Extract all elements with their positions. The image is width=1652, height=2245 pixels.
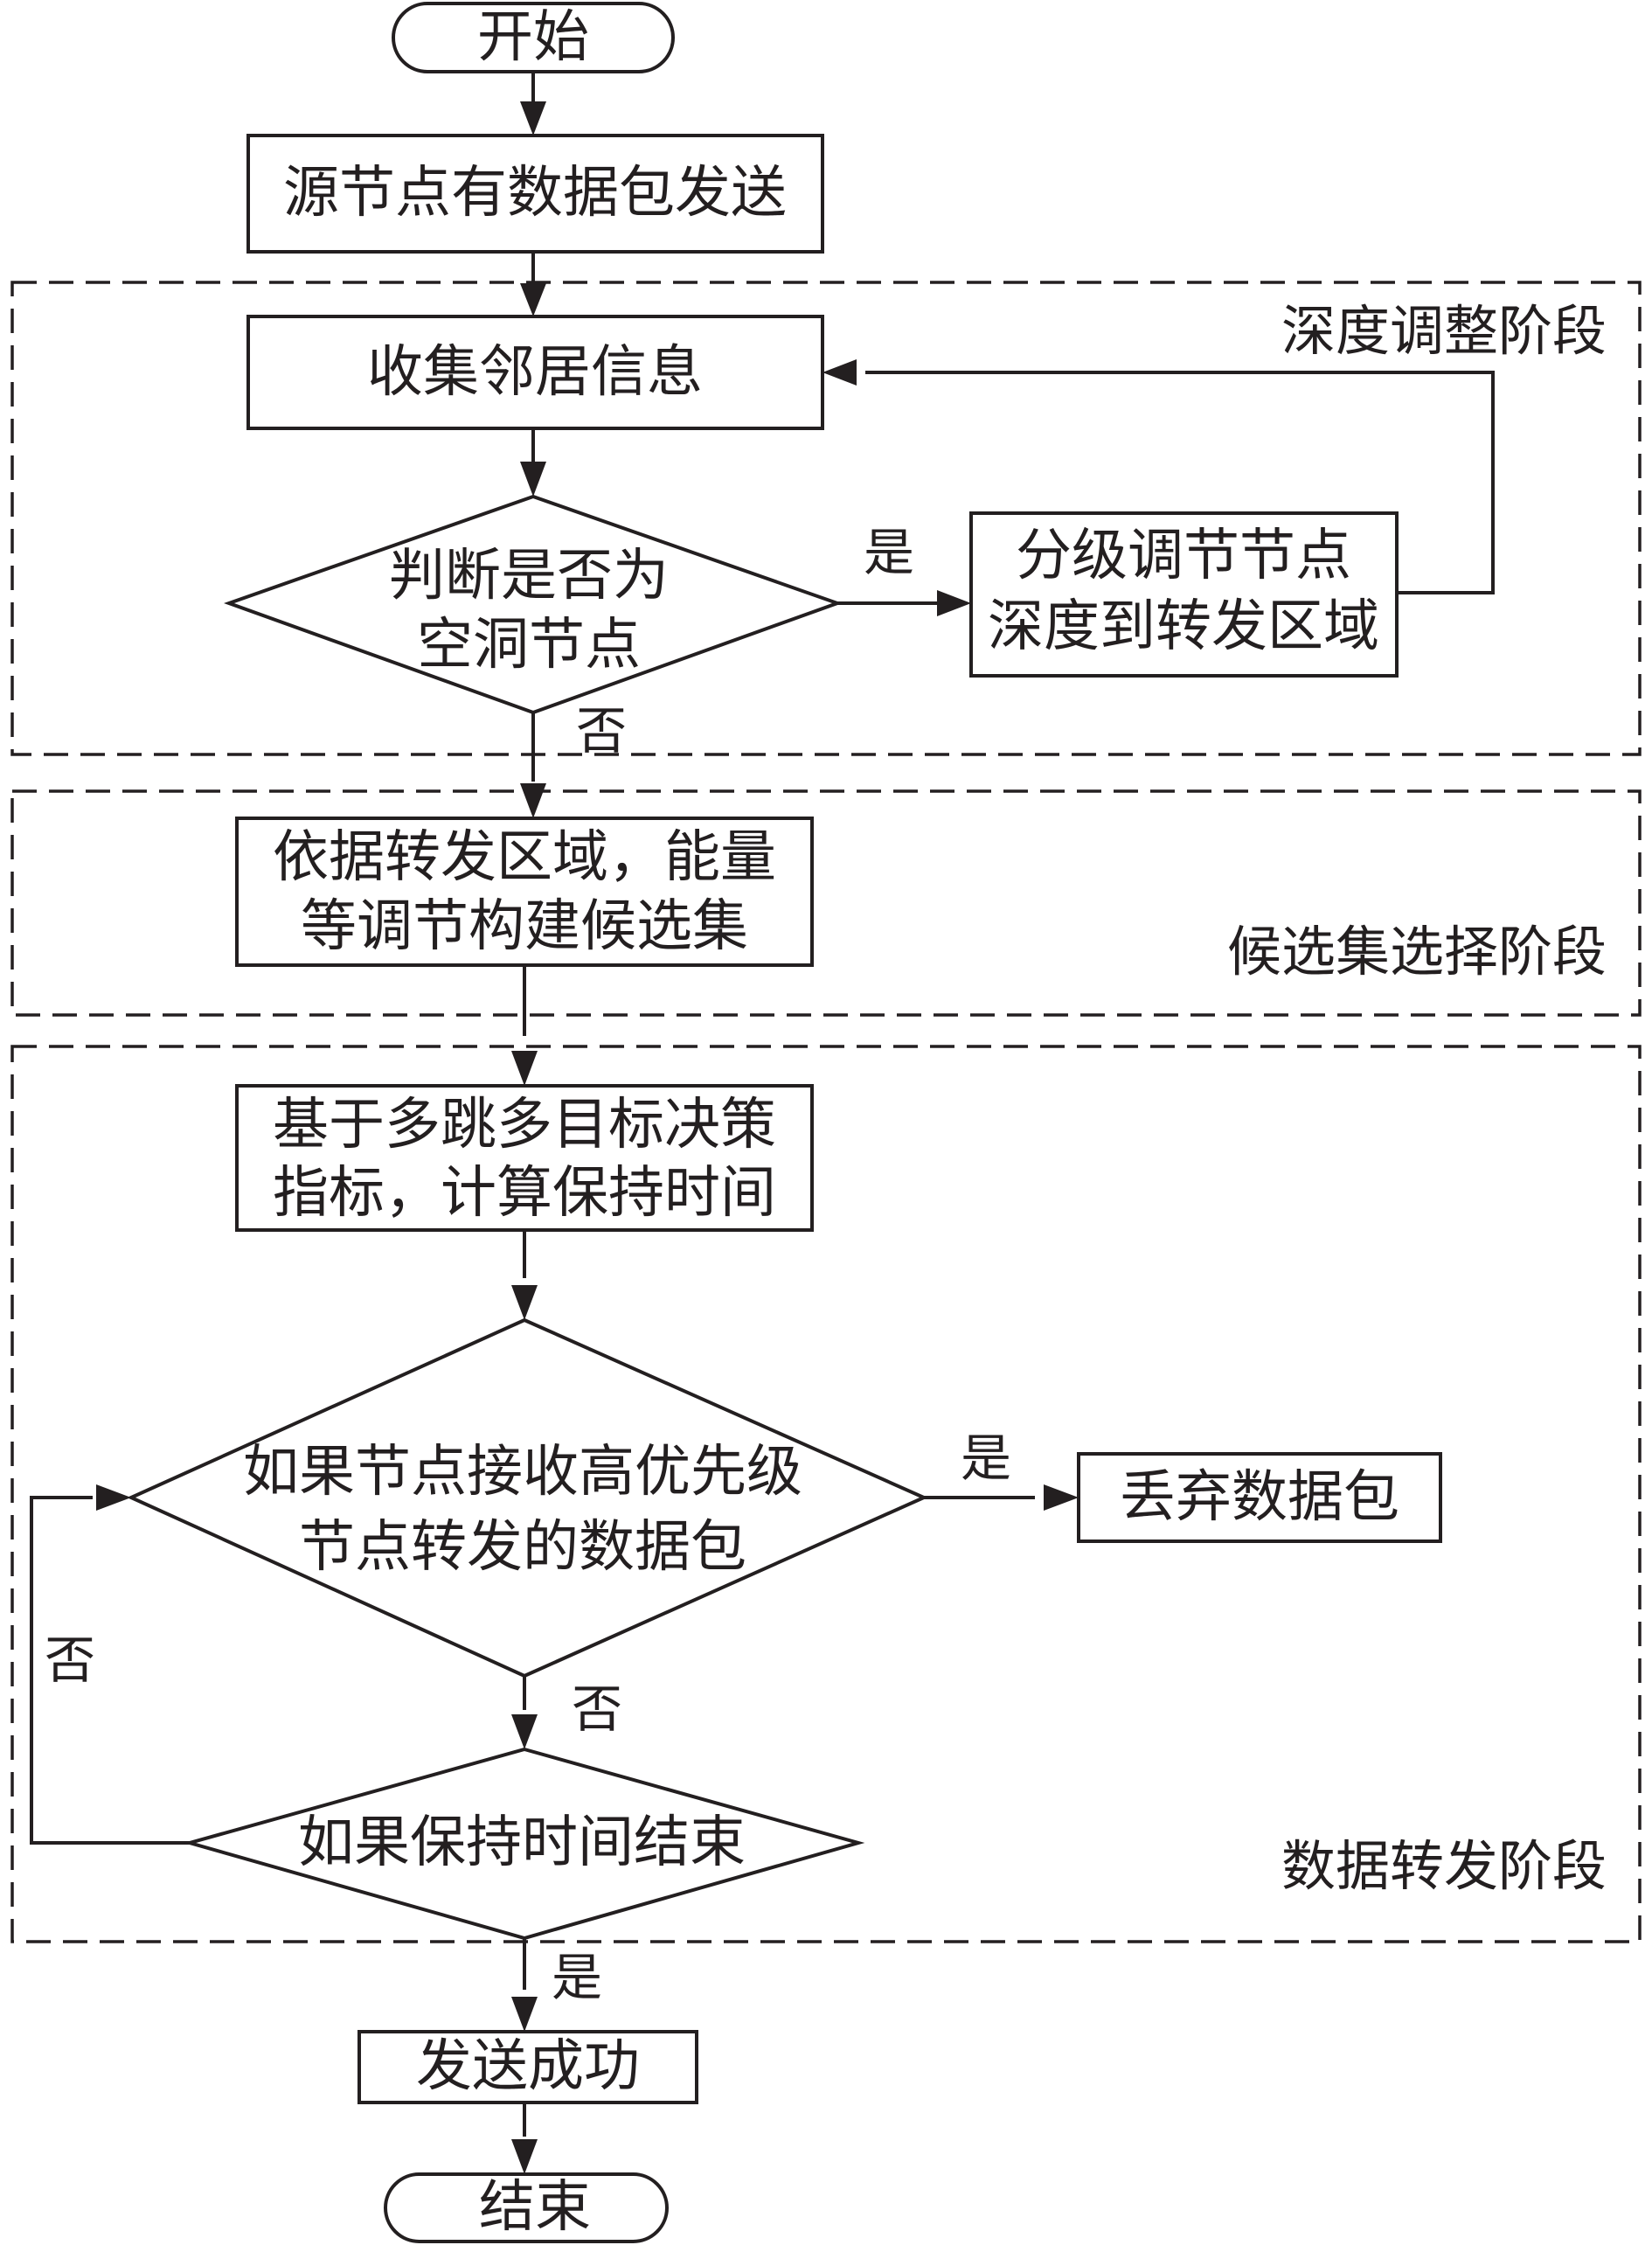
connector-timeout-no-loop-back bbox=[30, 1496, 190, 1845]
arrowhead-into-compute bbox=[511, 1051, 538, 1086]
collect-neighbor-info-box bbox=[246, 315, 824, 430]
arrowhead-into-recv-check bbox=[511, 1285, 538, 1320]
recv-no-label: 否 bbox=[572, 1679, 622, 1739]
arrowheads bbox=[96, 101, 1079, 2174]
holding-time-expired-decision bbox=[183, 1747, 865, 1941]
arrowhead-into-end bbox=[511, 2139, 538, 2174]
void-node-decision-line-1: 判断是否为 bbox=[389, 544, 669, 608]
start-label: 开始 bbox=[477, 5, 589, 70]
data-forwarding-stage-label: 数据转发阶段 bbox=[1281, 1834, 1607, 1898]
arrowhead-into-discard bbox=[1044, 1484, 1079, 1511]
end-label: 结束 bbox=[479, 2175, 591, 2240]
void-node-decision-line-2: 空洞节点 bbox=[417, 613, 641, 678]
source-has-packet-label: 源节点有数据包发送 bbox=[283, 161, 787, 226]
data-forwarding-stage-frame bbox=[10, 1045, 1642, 1943]
high-priority-packet-decision-line-2: 节点转发的数据包 bbox=[299, 1515, 746, 1580]
arrowhead-into-timeout-check bbox=[511, 1714, 538, 1749]
build-candidate-set-box bbox=[235, 817, 814, 967]
depth-adjustment-stage-label: 深度调整阶段 bbox=[1281, 299, 1607, 363]
arrowhead-into-void-check bbox=[520, 462, 546, 497]
compute-holding-time-box bbox=[235, 1084, 814, 1232]
send-success-label: 发送成功 bbox=[416, 2034, 640, 2099]
connectors bbox=[30, 68, 1495, 2137]
candidate-selection-stage-frame bbox=[10, 789, 1642, 1017]
depth-adjustment-stage-frame bbox=[10, 281, 1642, 756]
start-terminal bbox=[392, 2, 675, 73]
arrowhead-into-source bbox=[520, 101, 546, 136]
end-terminal bbox=[384, 2172, 669, 2243]
build-candidate-set-line-1: 依据转发区域，能量 bbox=[273, 825, 776, 890]
send-success-box bbox=[357, 2030, 698, 2104]
arrowhead-into-adjust bbox=[937, 590, 971, 616]
arrowhead-into-collect-from-loop bbox=[823, 359, 857, 386]
high-priority-packet-decision bbox=[127, 1317, 928, 1679]
timeout-yes-label: 是 bbox=[552, 1948, 602, 2007]
timeout-no-label: 否 bbox=[45, 1630, 95, 1690]
connector-adjust-loop-back bbox=[865, 371, 1495, 594]
adjust-depth-line-2: 深度到转发区域 bbox=[988, 594, 1379, 659]
void-yes-label: 是 bbox=[864, 523, 914, 582]
candidate-selection-stage-label: 候选集选择阶段 bbox=[1227, 920, 1607, 983]
collect-neighbor-info-label: 收集邻居信息 bbox=[367, 340, 703, 405]
void-no-label: 否 bbox=[576, 701, 627, 761]
arrowhead-into-build bbox=[520, 783, 546, 818]
discard-packet-box bbox=[1077, 1452, 1442, 1543]
void-node-decision bbox=[224, 494, 843, 715]
discard-packet-label: 丢弃数据包 bbox=[1120, 1465, 1399, 1530]
adjust-depth-box bbox=[969, 511, 1399, 678]
arrowhead-into-recv-check-from-loop bbox=[96, 1484, 131, 1511]
compute-holding-time-line-2: 指标，计算保持时间 bbox=[273, 1161, 776, 1226]
source-has-packet-box bbox=[246, 134, 824, 254]
high-priority-packet-decision-line-1: 如果节点接收高优先级 bbox=[243, 1440, 802, 1505]
recv-yes-label: 是 bbox=[961, 1428, 1011, 1488]
compute-holding-time-line-1: 基于多跳多目标决策 bbox=[273, 1093, 776, 1157]
build-candidate-set-line-2: 等调节构建候选集 bbox=[301, 894, 748, 959]
arrowhead-into-collect bbox=[520, 283, 546, 316]
adjust-depth-line-1: 分级调节节点 bbox=[1016, 524, 1351, 588]
arrowhead-into-success bbox=[511, 1997, 538, 2032]
holding-time-expired-label: 如果保持时间结束 bbox=[298, 1811, 746, 1875]
